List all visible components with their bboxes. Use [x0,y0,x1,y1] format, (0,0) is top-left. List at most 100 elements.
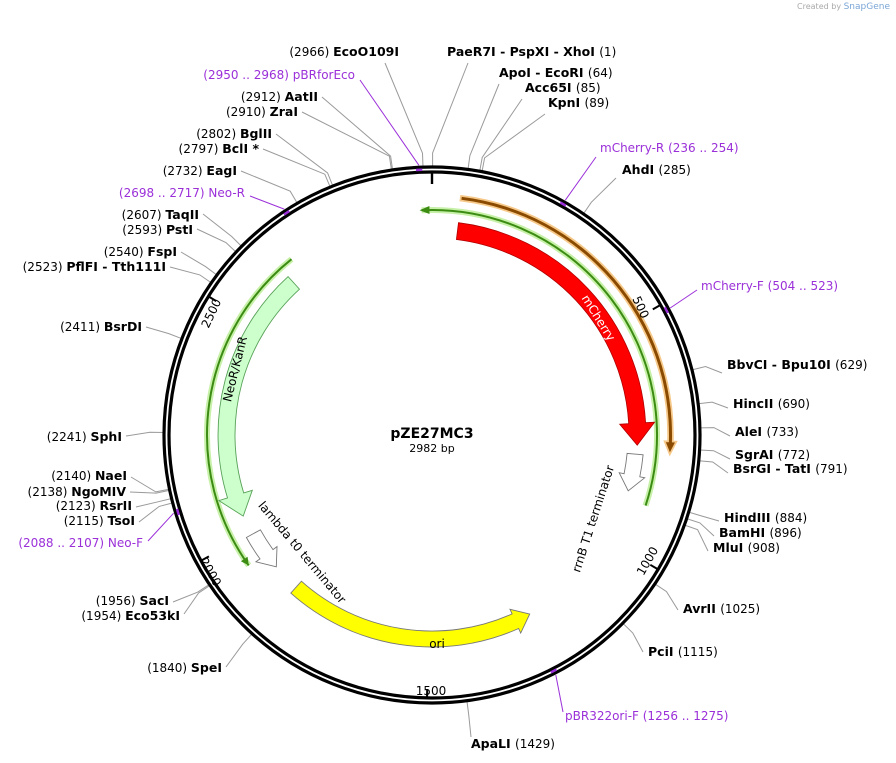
sgrai-leader-line [699,449,731,460]
eagi-site-position: (2732) [163,164,207,178]
bsrdi-leader-line [145,326,183,340]
sphi-site-name: SphI [90,429,122,444]
mlui-leader-line [684,524,709,552]
apoi-site-label: ApoI - EcoRI (64) [499,65,613,80]
apoi-site-position: (64) [588,66,613,80]
naei-site-position: (2140) [51,469,95,483]
bcli-site-name: BclI * [222,141,259,156]
neo-f-primer-leader [147,512,174,542]
acc65i-leader-line [479,98,523,172]
bp-tick-label: 2500 [199,297,225,331]
ecoo109i-site-position: (2966) [289,45,333,59]
aatii-site-position: (2912) [241,90,285,104]
hindiii-site-label: HindIII (884) [724,510,807,525]
bsrgi-leader-line [698,460,729,474]
bsrgi-site-name: BsrGI - TatI [733,461,815,476]
taqii-site-position: (2607) [122,208,166,222]
saci-site-position: (1956) [96,594,140,608]
mlui-site-position: (908) [748,541,780,555]
pcii-site-name: PciI [648,644,678,659]
neo-f-primer-range: (2088 .. 2107) [18,536,108,550]
bsrdi-site-label: (2411) BsrDI [60,319,142,334]
ahdi-leader-line [582,177,617,215]
green-frame-arrowhead [419,206,430,214]
backbone-outer-ring [162,165,702,705]
snapgene-credit: Created by SnapGene [797,2,890,12]
zrai-site-name: ZraI [270,104,298,119]
credit-brand: SnapGene [843,2,890,12]
spei-leader-line [225,633,253,668]
mcherry-f-primer-mark [663,306,669,314]
hincii-leader-line [698,401,729,409]
mlui-site-name: MluI [713,540,748,555]
rrnb-t1-terminator-feature [618,452,646,492]
ori-feature [290,580,531,648]
bbvci-leader-line [691,365,723,374]
kpni-site-label: KpnI (89) [548,95,609,110]
paer7i-leader-line [432,62,469,167]
neo-r-primer-mark [283,210,290,216]
neor-kanr-feature [217,275,301,517]
ori-label: ori [429,637,445,651]
aatii-site-name: AatII [285,89,318,104]
spei-site-name: SpeI [191,660,222,675]
alei-site-position: (733) [766,425,798,439]
bsrgi-site-position: (791) [815,462,847,476]
acc65i-site-name: Acc65I [525,80,576,95]
neo-f-primer-label: (2088 .. 2107) Neo-F [18,536,143,550]
sphi-site-position: (2241) [47,430,91,444]
pflfi-site-name: PflFI - Tth111I [66,259,166,274]
sgrai-site-label: SgrAI (772) [735,447,810,462]
alei-site-name: AleI [735,424,766,439]
eagi-site-name: EagI [206,163,237,178]
eco53ki-site-position: (1954) [81,609,125,623]
bp-tick-mark [200,555,210,562]
ngomiv-leader-line [129,489,170,494]
apali-site-name: ApaLI [471,736,515,751]
fspi-site-name: FspI [147,244,177,259]
saci-site-name: SacI [140,593,170,608]
hindiii-site-name: HindIII [724,510,775,525]
psti-site-label: (2593) PstI [122,222,193,237]
pcii-leader-line [622,622,644,653]
avrii-site-label: AvrII (1025) [683,601,760,616]
ahdi-site-name: AhdI [622,162,659,177]
rsrii-site-label: (2123) RsrII [56,498,132,513]
taqii-site-name: TaqII [165,207,199,222]
mcherry-f-primer-name: mCherry-F [701,279,768,293]
hincii-site-name: HincII [733,396,778,411]
plasmid-name: pZE27MC3 [390,426,473,442]
ahdi-site-label: AhdI (285) [622,162,691,177]
bsrdi-site-name: BsrDI [104,319,142,334]
spei-site-position: (1840) [147,661,191,675]
naei-site-name: NaeI [95,468,127,483]
tsoi-site-name: TsoI [107,513,135,528]
ngomiv-site-label: (2138) NgoMIV [28,484,127,499]
eagi-site-label: (2732) EagI [163,163,237,178]
bglii-site-name: BglII [240,126,272,141]
kpni-leader-line [481,113,546,172]
eco53ki-leader-line [183,584,211,615]
feature-arrows [217,222,656,648]
paer7i-site-label: PaeR7I - PspXI - XhoI (1) [447,44,616,59]
pbr322ori-f-primer-mark [550,668,558,674]
sgrai-site-name: SgrAI [735,447,778,462]
rrnb-t1-terminator-label: rrnB T1 terminator [569,463,617,574]
sphi-site-label: (2241) SphI [47,429,122,444]
psti-site-position: (2593) [122,223,166,237]
zrai-leader-line [301,111,392,171]
apali-site-position: (1429) [515,737,555,751]
avrii-site-name: AvrII [683,601,720,616]
pbrforeco-primer-label: (2950 .. 2968) pBRforEco [203,68,355,82]
green-frame-arrowhead-2 [240,556,249,566]
hincii-site-label: HincII (690) [733,396,810,411]
feature-bands [204,194,678,568]
bglii-site-label: (2802) BglII [196,126,272,141]
pbr322ori-f-primer-leader [555,674,564,713]
naei-site-label: (2140) NaeI [51,468,127,483]
sgrai-site-position: (772) [778,448,810,462]
pbr322ori-f-primer-label: pBR322ori-F (1256 .. 1275) [565,709,728,723]
ngomiv-site-name: NgoMIV [71,484,126,499]
